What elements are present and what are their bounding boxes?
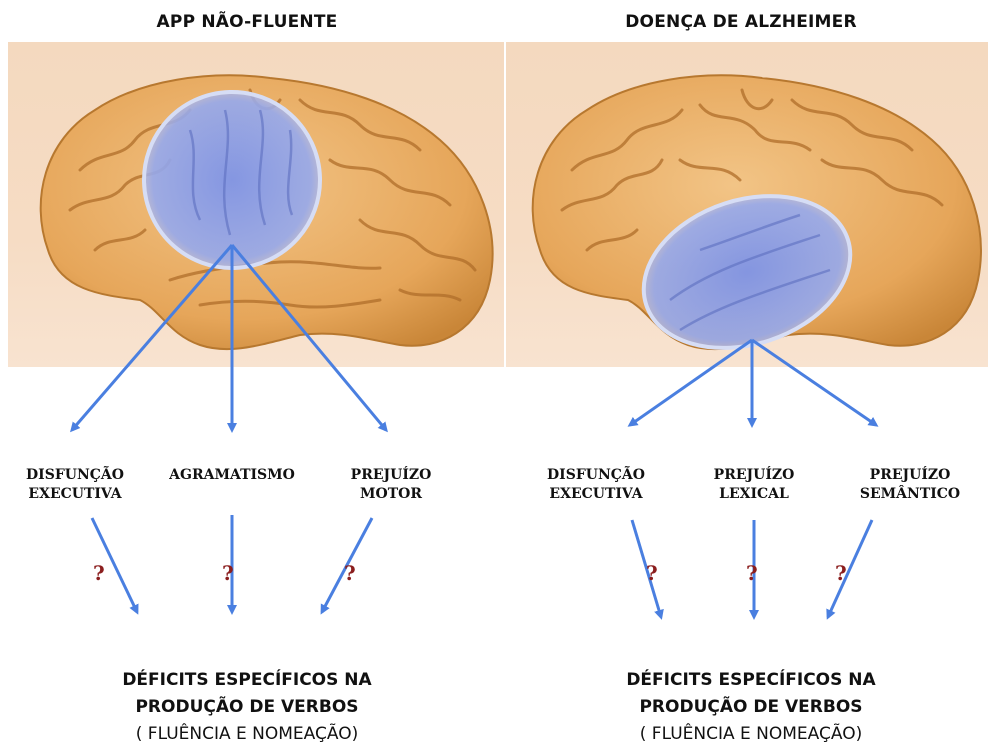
right-outcome-line3: ( FLUÊNCIA E NOMEAÇÃO) <box>504 721 988 748</box>
right-outcome-line1: DÉFICITS ESPECÍFICOS NA <box>504 667 988 694</box>
right-arrow-to-executive <box>630 340 752 425</box>
left-question-mark-motor: ? <box>344 561 356 585</box>
left-label-agrammatism: AGRAMATISMO <box>148 466 316 485</box>
left-outcome-line3: ( FLUÊNCIA E NOMEAÇÃO) <box>0 721 494 748</box>
right-outcome-line2: PRODUÇÃO DE VERBOS <box>504 694 988 721</box>
left-outcome-line2: PRODUÇÃO DE VERBOS <box>0 694 494 721</box>
left-label-motor-impairment: PREJUÍZO MOTOR <box>332 466 450 504</box>
right-label-lexical-impairment: PREJUÍZO LEXICAL <box>684 466 824 504</box>
left-outcome-line1: DÉFICITS ESPECÍFICOS NA <box>0 667 494 694</box>
right-outcome-box: DÉFICITS ESPECÍFICOS NA PRODUÇÃO DE VERB… <box>504 667 988 748</box>
right-brain-illustration <box>533 75 981 373</box>
right-question-mark-executive: ? <box>646 561 658 585</box>
right-label-executive-dysfunction: DISFUNÇÃO EXECUTIVA <box>526 466 666 504</box>
right-arrow-to-semantic <box>752 340 876 425</box>
left-question-mark-executive: ? <box>93 561 105 585</box>
right-question-mark-semantic: ? <box>835 561 847 585</box>
right-label-semantic-impairment: PREJUÍZO SEMÂNTICO <box>840 466 980 504</box>
left-outcome-box: DÉFICITS ESPECÍFICOS NA PRODUÇÃO DE VERB… <box>0 667 494 748</box>
right-question-mark-lexical: ? <box>746 561 758 585</box>
left-label-executive-dysfunction: DISFUNÇÃO EXECUTIVA <box>5 466 145 504</box>
left-question-mark-agrammatism: ? <box>222 561 234 585</box>
left-brain-illustration <box>41 67 493 349</box>
right-region-arrows <box>630 340 876 425</box>
